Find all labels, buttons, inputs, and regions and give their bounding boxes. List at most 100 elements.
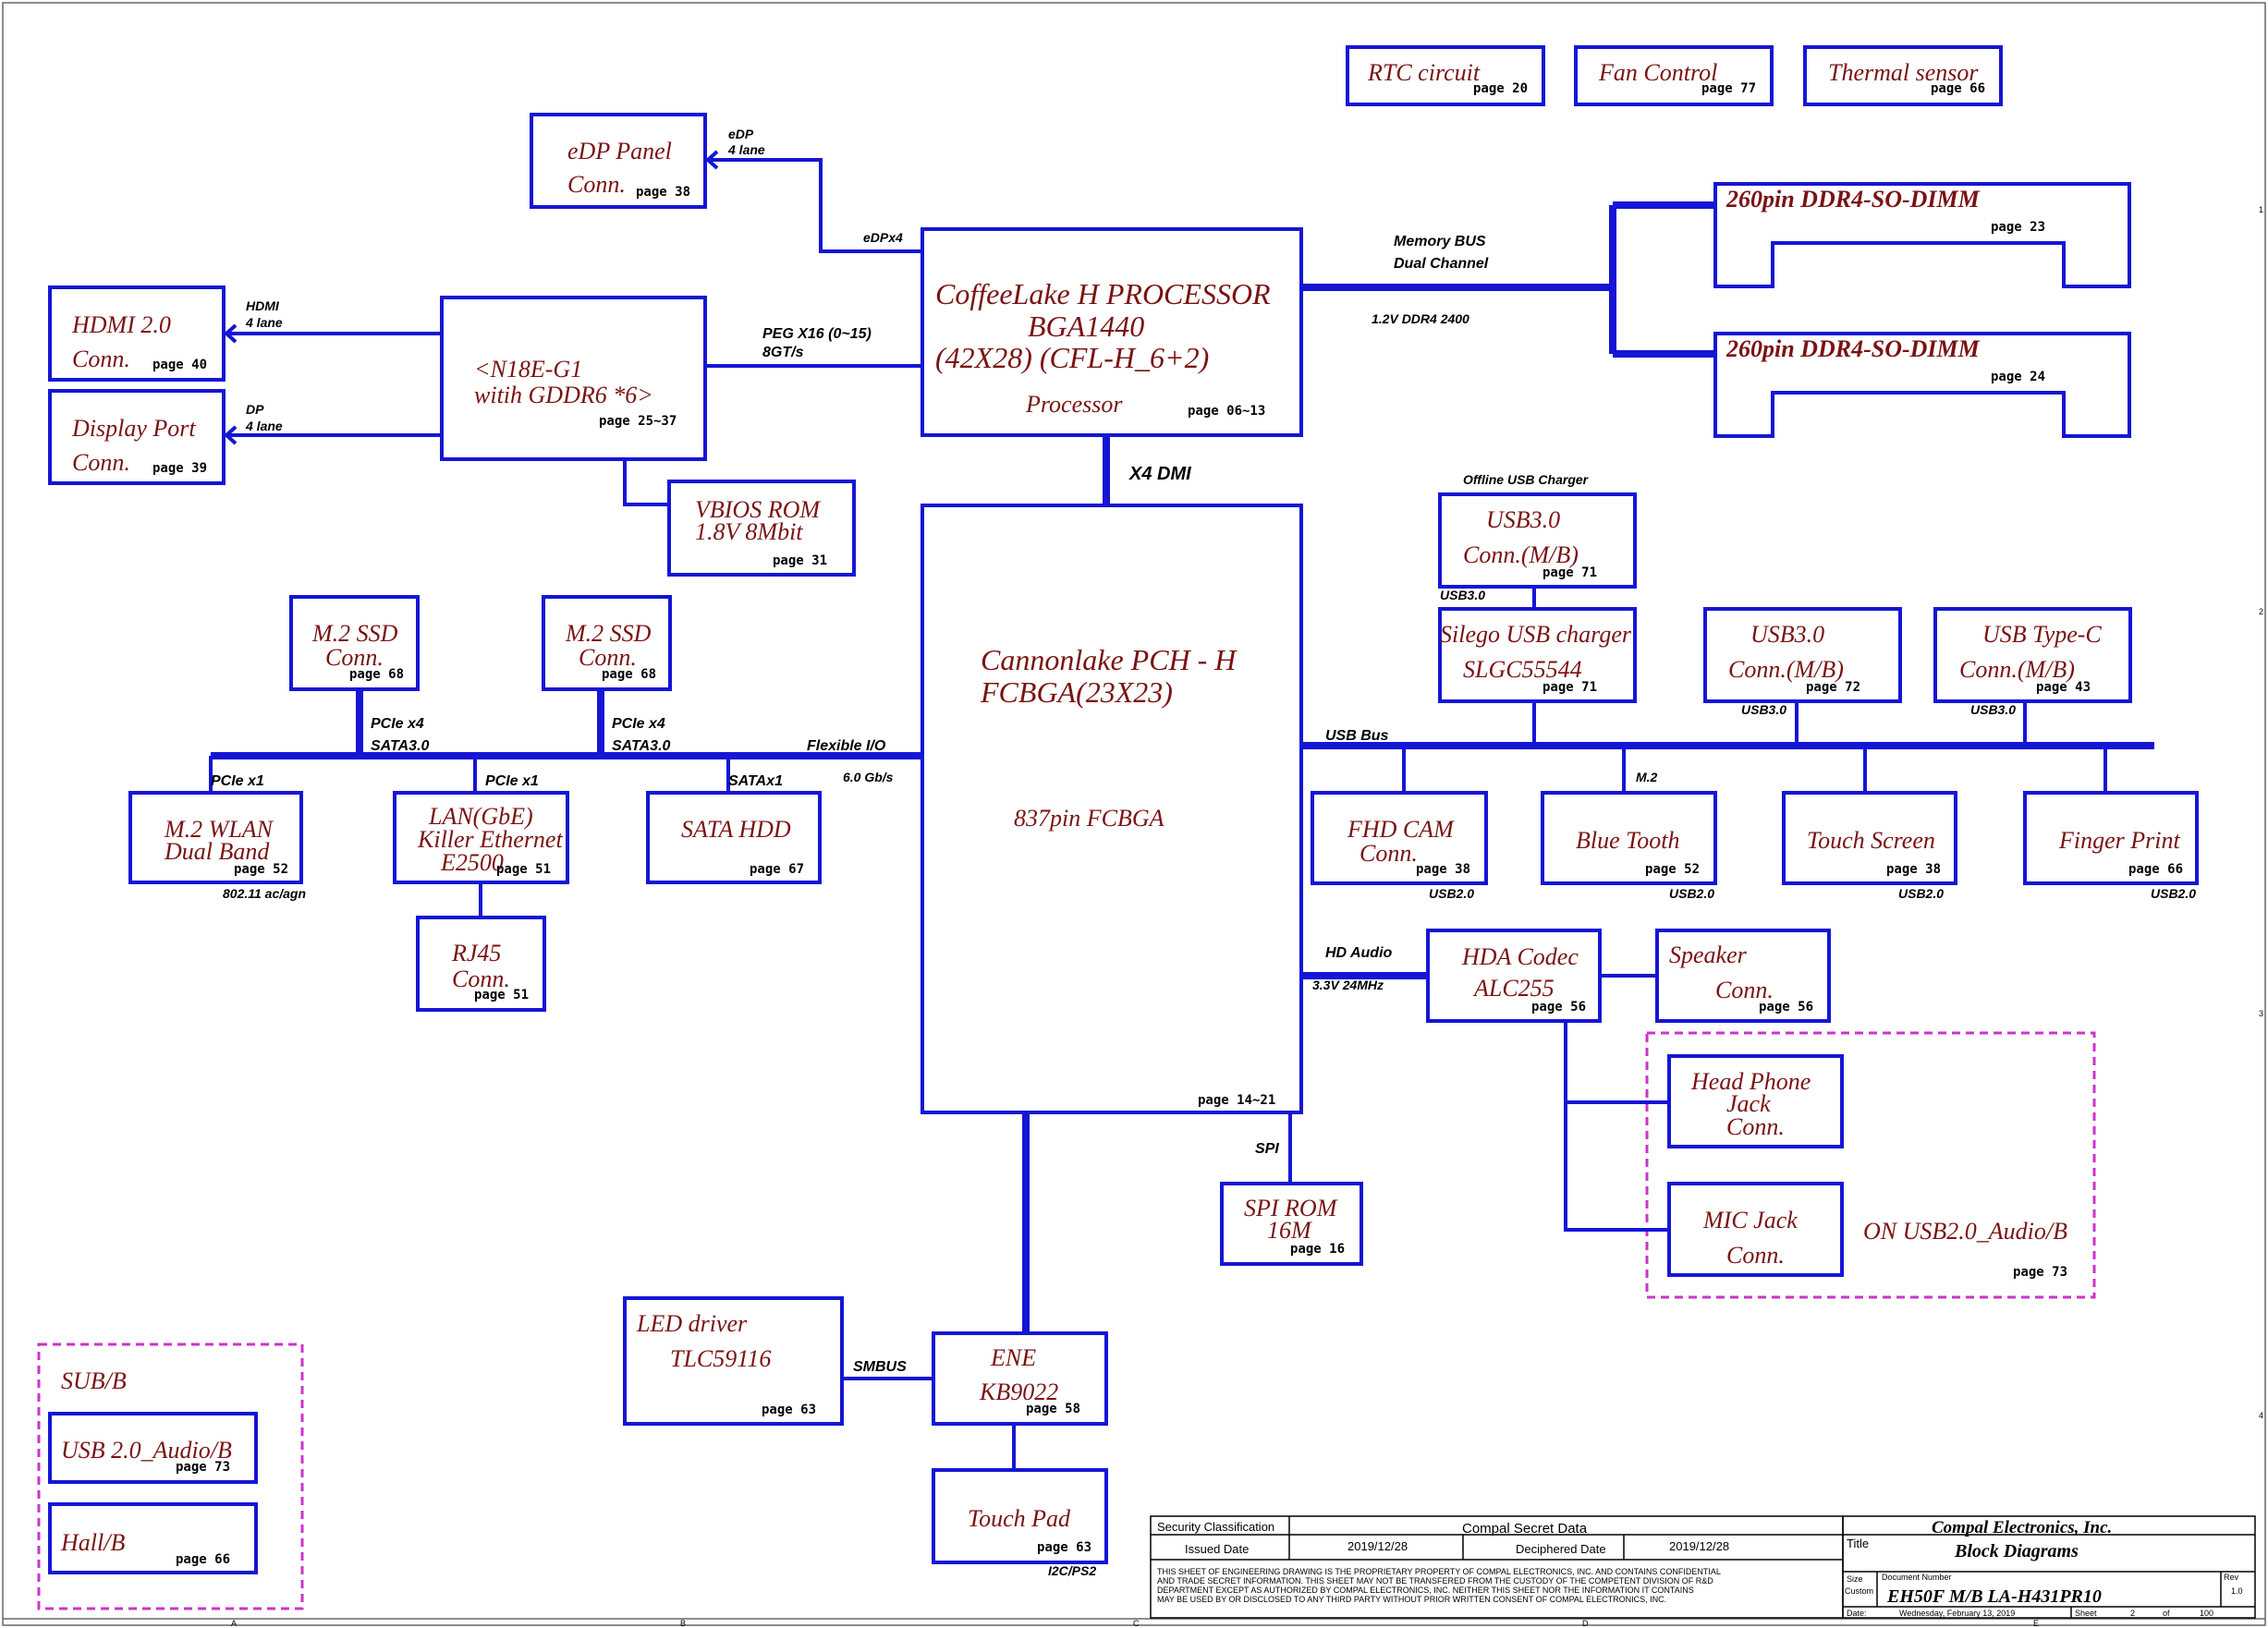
dp-lanes-label: 4 lane xyxy=(245,419,283,433)
usbaudio-block xyxy=(48,1412,258,1484)
usb-bus-label: USB Bus xyxy=(1325,728,1389,744)
edp-line2: Conn. xyxy=(567,171,626,198)
hdmi-line1: HDMI 2.0 xyxy=(71,311,171,338)
of-number: 100 xyxy=(2200,1609,2213,1618)
cam-line2: Conn. xyxy=(1360,840,1418,867)
sata-block xyxy=(646,791,822,884)
vbios-line2: 1.8V 8Mbit xyxy=(695,518,803,545)
mem-label-3: 1.2V DDR4 2400 xyxy=(1372,311,1469,326)
fan-title: Fan Control xyxy=(1598,59,1717,86)
gpu-line1: <N18E-G1 xyxy=(474,356,582,383)
zone-2: 2 xyxy=(2259,607,2263,616)
hd-audio-label: HD Audio xyxy=(1325,945,1393,961)
peg-label-2: 8GT/s xyxy=(762,345,804,360)
date-text: Wednesday, February 13, 2019 xyxy=(1899,1609,2015,1618)
cpu-page: page 06~13 xyxy=(1188,404,1265,419)
subb-title: SUB/B xyxy=(61,1367,127,1394)
lan-line1: LAN(GbE) xyxy=(428,803,533,830)
dimm1-page: page 23 xyxy=(1991,220,2045,235)
smbus-label: SMBUS xyxy=(853,1359,907,1375)
usb30-a-line1: USB3.0 xyxy=(1486,506,1560,533)
touch-usb-tag: USB2.0 xyxy=(1898,886,1944,901)
pch-page: page 14~21 xyxy=(1198,1093,1275,1108)
zone-d: D xyxy=(1582,1619,1589,1628)
sata-page: page 67 xyxy=(750,862,804,877)
rtc-title: RTC circuit xyxy=(1367,59,1481,86)
thermal-page: page 66 xyxy=(1931,81,1985,96)
vbios-line1: VBIOS ROM xyxy=(695,496,821,523)
ssd2-block xyxy=(542,595,672,691)
mem-label-1: Memory BUS xyxy=(1394,234,1486,249)
usb30-b-line2: Conn.(M/B) xyxy=(1728,656,1844,683)
bt-block xyxy=(1541,791,1717,885)
hallb-block xyxy=(48,1502,258,1574)
zone-4: 4 xyxy=(2259,1411,2263,1420)
issued-date: 2019/12/28 xyxy=(1347,1539,1408,1553)
silego-block xyxy=(1438,607,1637,703)
headphone-line2: Jack xyxy=(1726,1090,1771,1117)
sheet-label: Sheet xyxy=(2075,1609,2097,1618)
speaker-line2: Conn. xyxy=(1715,977,1774,1003)
hda-line1: HDA Codec xyxy=(1461,943,1579,970)
peg-label-1: PEG X16 (0~15) xyxy=(762,326,872,342)
size-label: Size xyxy=(1847,1574,1863,1584)
offline-charger-label: Offline USB Charger xyxy=(1463,472,1590,487)
docnum-label: Document Number xyxy=(1882,1573,1952,1582)
fan-block xyxy=(1574,45,1774,106)
cam-line1: FHD CAM xyxy=(1347,816,1455,843)
flex-io-label: Flexible I/O xyxy=(807,738,886,754)
cam-usb-tag: USB2.0 xyxy=(1429,886,1474,901)
usb30-a-line2: Conn.(M/B) xyxy=(1463,541,1579,568)
led-block xyxy=(623,1296,844,1426)
edp-bus-line xyxy=(708,158,922,253)
wlan-line1: M.2 WLAN xyxy=(164,816,274,843)
ssd2-line1: M.2 SSD xyxy=(565,620,652,647)
dmi-label: X4 DMI xyxy=(1128,464,1191,484)
pch-block xyxy=(921,504,1303,1114)
hd-audio-spec: 3.3V 24MHz xyxy=(1312,978,1384,992)
hallb-line1: Hall/B xyxy=(60,1529,125,1556)
speaker-line1: Speaker xyxy=(1669,942,1748,968)
edp-line1: eDP Panel xyxy=(567,138,672,164)
edpx4-label: eDPx4 xyxy=(863,230,903,245)
zone-1: 1 xyxy=(2259,205,2263,214)
ssd1-pcie-label: PCIe x4 xyxy=(371,716,424,732)
zone-3: 3 xyxy=(2259,1009,2263,1018)
speaker-block xyxy=(1655,929,1831,1023)
audio-board-group xyxy=(1645,1031,2096,1299)
edp-block xyxy=(530,113,707,209)
secret-text: Compal Secret Data xyxy=(1462,1521,1588,1537)
dimm2-title: 260pin DDR4-SO-DIMM xyxy=(1725,335,1981,362)
mic-link xyxy=(1564,1021,1669,1232)
touchpad-page: page 63 xyxy=(1037,1540,1091,1555)
disclaimer-2: AND TRADE SECRET INFORMATION. THIS SHEET… xyxy=(1157,1576,1713,1585)
ssd2-page: page 68 xyxy=(602,667,656,682)
cam-block xyxy=(1311,791,1488,885)
touch-page: page 38 xyxy=(1886,862,1941,877)
spirom-line2: 16M xyxy=(1267,1217,1312,1244)
ene-line2: KB9022 xyxy=(979,1379,1058,1405)
ssd2-line2: Conn. xyxy=(579,644,637,671)
sata-x1-label: SATAx1 xyxy=(728,773,783,789)
spirom-block xyxy=(1220,1182,1363,1266)
dp-line2: Conn. xyxy=(72,449,130,476)
usbaudio-line1: USB 2.0_Audio/B xyxy=(61,1437,232,1464)
mic-line1: MIC Jack xyxy=(1702,1207,1798,1233)
zone-b: B xyxy=(680,1619,686,1628)
dp-page: page 39 xyxy=(152,461,207,476)
audiob-page: page 73 xyxy=(2013,1265,2067,1280)
headphone-block xyxy=(1667,1054,1844,1148)
disclaimer-3: DEPARTMENT EXCEPT AS AUTHORIZED BY COMPA… xyxy=(1157,1585,1694,1595)
spirom-page: page 16 xyxy=(1290,1242,1345,1257)
docnum-text: EH50F M/B LA-H431PR10 xyxy=(1886,1586,2102,1607)
usbc-block xyxy=(1933,607,2132,703)
rj45-line2: Conn. xyxy=(452,966,510,992)
rj45-block xyxy=(416,916,546,1012)
led-line1: LED driver xyxy=(636,1310,748,1337)
mem-label-2: Dual Channel xyxy=(1394,256,1489,272)
ssd1-sata-label: SATA3.0 xyxy=(371,738,430,754)
silego-line2: SLGC55544 xyxy=(1463,656,1582,683)
finger-page: page 66 xyxy=(2128,862,2183,877)
usbc-line1: USB Type-C xyxy=(1982,621,2102,648)
